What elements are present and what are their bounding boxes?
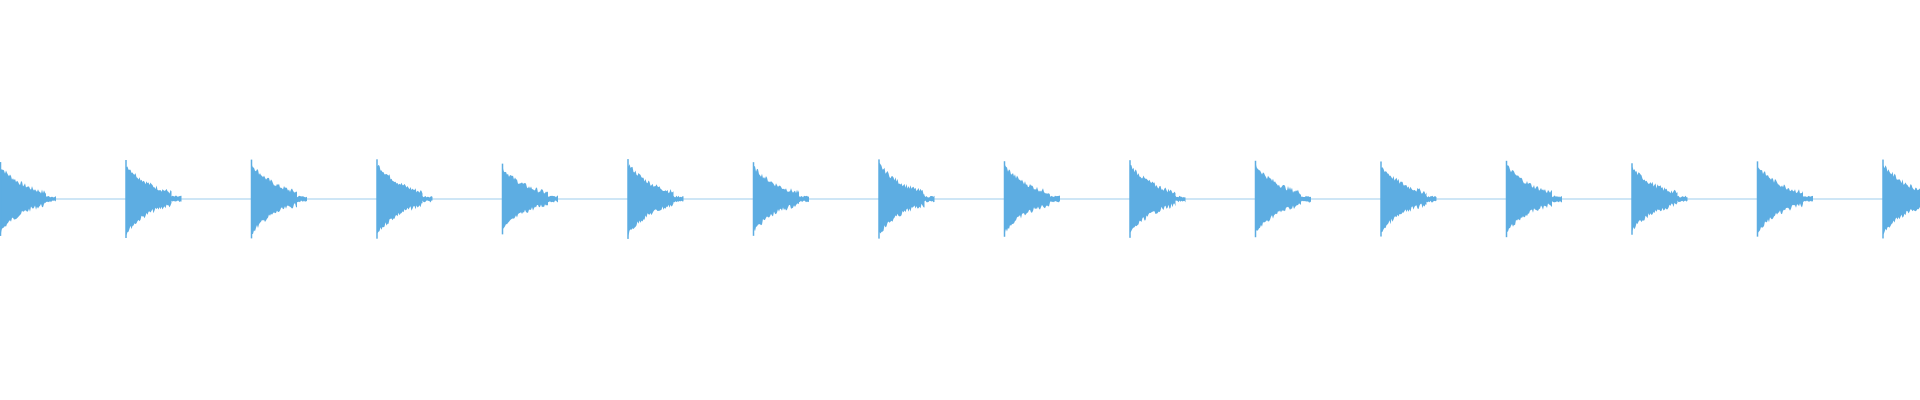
waveform-pulses	[0, 159, 1920, 239]
waveform-pulse	[753, 166, 809, 232]
waveform-pulse	[1631, 166, 1688, 231]
waveform-pulse	[1129, 164, 1186, 233]
waveform-pulse	[125, 166, 182, 236]
waveform-pulse	[1255, 164, 1311, 231]
waveform-pulse	[1380, 167, 1437, 233]
waveform-pulse	[1882, 165, 1920, 235]
waveform-pulse	[627, 164, 684, 236]
waveform-pulse	[1004, 165, 1060, 233]
waveform-pulse	[878, 162, 935, 234]
waveform-pulse	[376, 164, 433, 234]
waveform-pulse	[251, 165, 307, 235]
waveform-pulse	[0, 169, 56, 233]
waveform-pulse	[1757, 167, 1813, 233]
waveform-pulse	[1506, 165, 1562, 232]
waveform-pulse	[502, 168, 558, 229]
